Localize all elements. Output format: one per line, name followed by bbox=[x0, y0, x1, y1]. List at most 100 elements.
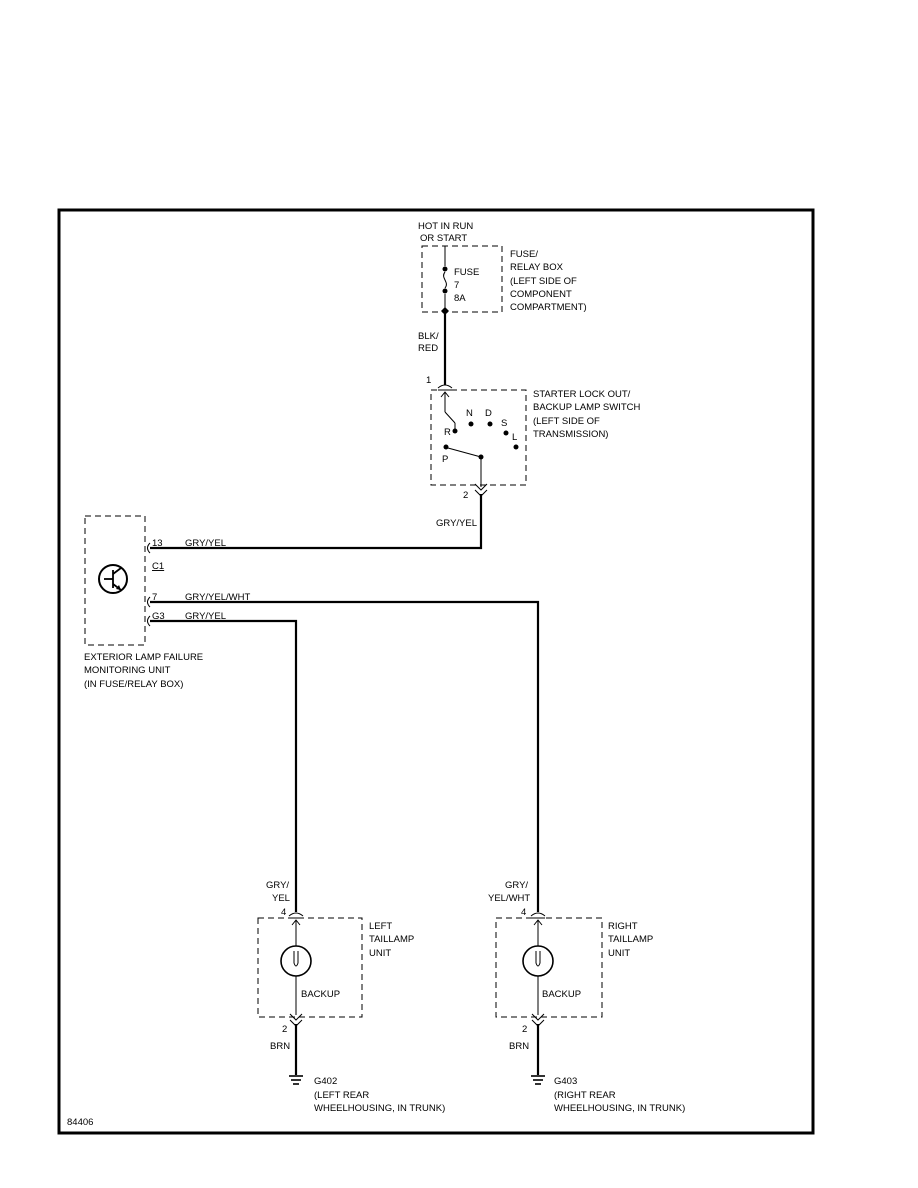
fuse-box-desc-5: COMPARTMENT) bbox=[510, 302, 587, 313]
wire-switch-out-label: GRY/YEL bbox=[436, 518, 477, 529]
fuse-number: 7 bbox=[454, 280, 459, 291]
monitor-pin-g3: G3 bbox=[152, 611, 165, 622]
left-lamp-bulb-label: BACKUP bbox=[301, 989, 340, 1000]
switch-pos-s: S bbox=[501, 418, 507, 429]
fuse-terminal-bottom bbox=[442, 288, 448, 294]
switch-pos-r: R bbox=[444, 427, 451, 438]
switch-desc-1: STARTER LOCK OUT/ bbox=[533, 389, 631, 400]
transistor-arrow-icon bbox=[116, 585, 121, 590]
switch-contact-s bbox=[503, 430, 509, 436]
left-bulb-filament bbox=[293, 951, 299, 967]
left-lamp-wire-in-2: YEL bbox=[272, 893, 290, 904]
right-backup-bulb-icon bbox=[522, 945, 554, 977]
left-lamp-connector-out-icon bbox=[289, 1013, 303, 1021]
left-backup-bulb-icon bbox=[280, 945, 312, 977]
left-lamp-desc-2: TAILLAMP bbox=[369, 934, 414, 945]
switch-desc-2: BACKUP LAMP SWITCH bbox=[533, 402, 640, 413]
fuse-rating: 8A bbox=[454, 293, 466, 304]
right-ground: G403 (RIGHT REAR WHEELHOUSING, IN TRUNK) bbox=[531, 1075, 685, 1114]
fuse-element-icon bbox=[443, 271, 447, 289]
monitor-pin-13: 13 bbox=[152, 538, 163, 549]
switch-lead-bend bbox=[444, 411, 456, 424]
fuse-splice-icon bbox=[441, 307, 449, 315]
monitor-pin-g3-connector-icon bbox=[147, 615, 151, 627]
right-ground-desc-1: (RIGHT REAR bbox=[554, 1090, 616, 1101]
switch-contact-l bbox=[513, 444, 519, 450]
monitor-pin-13-connector-icon bbox=[147, 542, 151, 554]
left-lamp-connector-in-icon bbox=[288, 912, 304, 917]
right-lamp-pin-out: 2 bbox=[522, 1024, 527, 1035]
left-ground: G402 (LEFT REAR WHEELHOUSING, IN TRUNK) bbox=[289, 1075, 445, 1114]
diagram-frame bbox=[57, 208, 815, 1135]
switch-pos-d: D bbox=[485, 408, 492, 419]
left-lamp-wire-out: BRN bbox=[270, 1041, 290, 1052]
switch-lead-arrow-icon bbox=[440, 391, 450, 398]
monitor-pin-7: 7 bbox=[152, 592, 157, 603]
wire-blk-red-label-1: BLK/ bbox=[418, 331, 439, 342]
switch-contact-n bbox=[468, 421, 474, 427]
fuse-box-desc-1: FUSE/ bbox=[510, 249, 538, 260]
right-lamp-desc-2: TAILLAMP bbox=[608, 934, 653, 945]
right-lamp-pin-in: 4 bbox=[521, 907, 526, 918]
fuse-label: FUSE bbox=[454, 267, 479, 278]
monitor-connector-c1: C1 bbox=[152, 561, 164, 572]
monitor-pin-7-wire: GRY/YEL/WHT bbox=[185, 592, 250, 603]
wire-monitor-to-right-lamp bbox=[150, 600, 540, 912]
switch-connector-out-icon bbox=[474, 483, 488, 491]
switch-pin-out: 2 bbox=[463, 490, 468, 501]
monitor-desc-3: (IN FUSE/RELAY BOX) bbox=[84, 679, 183, 690]
fuse-box-desc-3: (LEFT SIDE OF bbox=[510, 276, 577, 287]
switch-contact-d bbox=[487, 421, 493, 427]
right-lamp-desc-1: RIGHT bbox=[608, 921, 638, 932]
left-ground-desc-1: (LEFT REAR bbox=[314, 1090, 369, 1101]
right-lamp-wire-in-2: YEL/WHT bbox=[488, 893, 530, 904]
switch-pos-p: P bbox=[442, 454, 448, 465]
left-ground-desc-2: WHEELHOUSING, IN TRUNK) bbox=[314, 1103, 445, 1114]
left-lamp-desc-1: LEFT bbox=[369, 921, 392, 932]
wire-monitor-to-left-lamp bbox=[150, 619, 298, 912]
backup-lamp-switch: 1 R N D S L P 2 STARTER LOCK OUT/ BACKUP… bbox=[426, 375, 640, 501]
right-lamp-outline bbox=[495, 917, 603, 1018]
transistor-collector bbox=[112, 567, 122, 575]
fuse-relay-box: FUSE 7 8A FUSE/ RELAY BOX (LEFT SIDE OF … bbox=[421, 245, 587, 315]
switch-desc-4: TRANSMISSION) bbox=[533, 429, 608, 440]
diagram-id: 84406 bbox=[67, 1117, 93, 1128]
fuse-box-desc-2: RELAY BOX bbox=[510, 262, 564, 273]
left-lamp-pin-in: 4 bbox=[281, 907, 286, 918]
monitor-desc-1: EXTERIOR LAMP FAILURE bbox=[84, 652, 203, 663]
wire-switch-to-monitor bbox=[150, 494, 483, 550]
left-lamp-lead-arrow-icon bbox=[291, 919, 301, 926]
left-lamp-wire-in-1: GRY/ bbox=[266, 880, 289, 891]
power-source: HOT IN RUN OR START bbox=[418, 221, 473, 244]
fuse-terminal-top bbox=[442, 266, 448, 272]
power-label-line2: OR START bbox=[420, 233, 467, 244]
power-label-line1: HOT IN RUN bbox=[418, 221, 473, 232]
switch-desc-3: (LEFT SIDE OF bbox=[533, 416, 600, 427]
monitor-desc-2: MONITORING UNIT bbox=[84, 665, 171, 676]
switch-wiper bbox=[447, 447, 482, 458]
switch-pin-in: 1 bbox=[426, 375, 431, 386]
switch-pos-l: L bbox=[512, 432, 517, 443]
left-lamp-desc-3: UNIT bbox=[369, 948, 391, 959]
left-ground-id: G402 bbox=[314, 1076, 337, 1087]
right-taillamp-unit: GRY/ YEL/WHT 4 BACKUP 2 RIGHT TAILLAMP U… bbox=[488, 880, 653, 1035]
fuse-box-outline bbox=[421, 245, 503, 313]
right-lamp-connector-out-icon bbox=[531, 1013, 545, 1021]
right-ground-desc-2: WHEELHOUSING, IN TRUNK) bbox=[554, 1103, 685, 1114]
fuse-box-desc-4: COMPONENT bbox=[510, 289, 572, 300]
left-lamp-outline bbox=[257, 917, 363, 1018]
right-ground-id: G403 bbox=[554, 1076, 577, 1087]
right-lamp-wire-out: BRN bbox=[509, 1041, 529, 1052]
lamp-failure-monitor: 13 C1 7 G3 GRY/YEL GRY/YEL/WHT GRY/YEL E… bbox=[84, 515, 250, 690]
left-lamp-pin-out: 2 bbox=[282, 1024, 287, 1035]
monitor-pin-g3-wire: GRY/YEL bbox=[185, 611, 226, 622]
right-lamp-wire-in-1: GRY/ bbox=[505, 880, 528, 891]
switch-outline bbox=[430, 389, 527, 486]
right-lamp-lead-arrow-icon bbox=[533, 919, 543, 926]
right-lamp-connector-in-icon bbox=[530, 912, 546, 917]
switch-pos-n: N bbox=[466, 408, 473, 419]
monitor-outline bbox=[84, 515, 146, 646]
switch-contact-r bbox=[452, 428, 458, 434]
right-bulb-filament bbox=[535, 951, 541, 967]
